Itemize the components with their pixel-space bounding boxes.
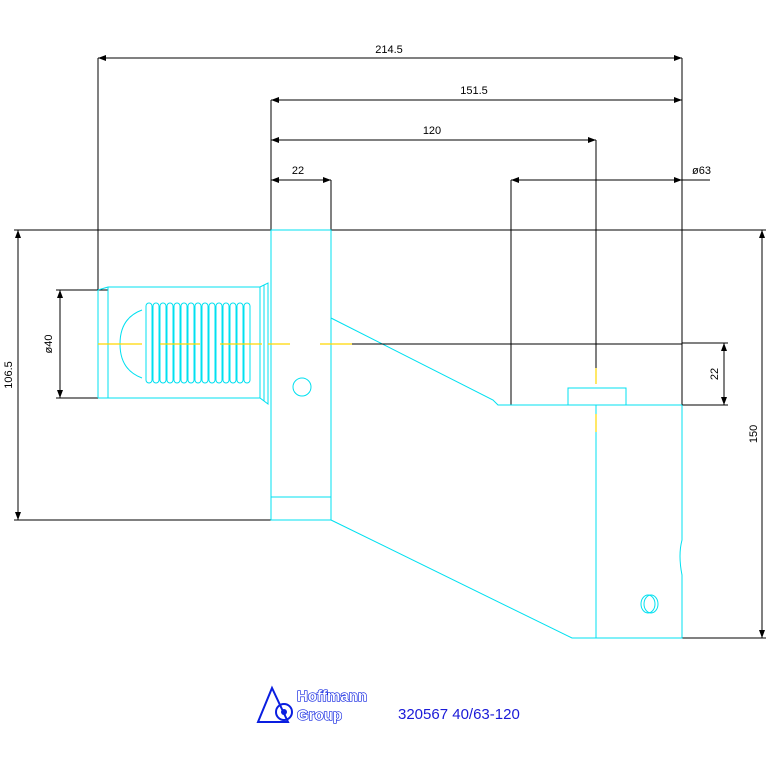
thread-grooves xyxy=(145,302,251,384)
part-outline xyxy=(97,229,683,639)
thread-groove xyxy=(145,302,153,384)
thread-groove xyxy=(243,302,251,384)
dim-slot-offset: 120 xyxy=(423,125,441,137)
thread-groove xyxy=(222,302,230,384)
logo-line1: Hoffmann xyxy=(297,688,367,705)
dim-shank-height: 106.5 xyxy=(3,361,15,389)
thread-groove xyxy=(236,302,244,384)
hoffmann-group-logo: Hoffmann Group xyxy=(256,685,368,725)
dimension-arrows xyxy=(15,55,765,638)
thread-groove xyxy=(229,302,237,384)
logo-gear-icon xyxy=(275,703,293,721)
thread-groove xyxy=(152,302,160,384)
dimension-lines xyxy=(14,57,766,639)
dim-flange-width: 22 xyxy=(292,165,304,177)
centerlines xyxy=(98,343,597,432)
thread-groove xyxy=(194,302,202,384)
thread-groove xyxy=(180,302,188,384)
dim-body-length: 151.5 xyxy=(460,85,488,97)
thread-groove xyxy=(201,302,209,384)
logo-line2: Group xyxy=(297,707,342,724)
dim-shank-diameter: ø40 xyxy=(43,335,55,354)
thread-groove xyxy=(159,302,167,384)
part-number: 320567 40/63-120 xyxy=(398,706,520,723)
dim-bore-diameter: ø63 xyxy=(692,165,711,177)
dim-total-height: 150 xyxy=(748,425,760,443)
dim-overall-length: 214.5 xyxy=(375,44,403,56)
thread-groove xyxy=(215,302,223,384)
thread-groove xyxy=(187,302,195,384)
thread-groove xyxy=(166,302,174,384)
thread-groove xyxy=(173,302,181,384)
dim-slot-depth: 22 xyxy=(709,368,721,380)
thread-groove xyxy=(208,302,216,384)
